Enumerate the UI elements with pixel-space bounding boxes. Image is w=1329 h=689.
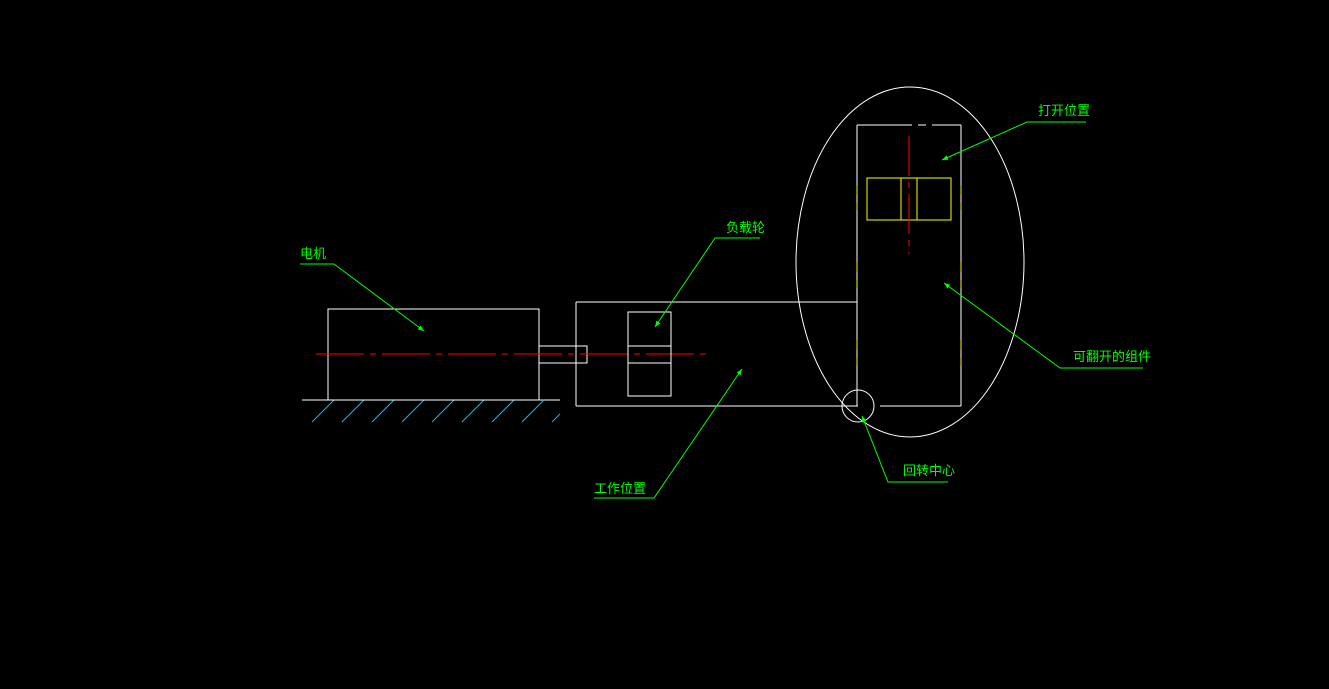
label-load-wheel: 负载轮 bbox=[726, 221, 765, 236]
rotation-center-circle bbox=[841, 389, 875, 423]
flippable-assembly-ellipse bbox=[795, 86, 1025, 438]
label-working-position: 工作位置 bbox=[594, 482, 646, 497]
label-flippable-assembly: 可翻开的组件 bbox=[1073, 349, 1151, 365]
label-motor: 电机 bbox=[300, 247, 326, 262]
label-rotation-center: 回转中心 bbox=[903, 464, 955, 479]
leaders bbox=[300, 121, 1143, 499]
hidden-edges bbox=[856, 185, 962, 365]
label-open-position: 打开位置 bbox=[1038, 104, 1090, 119]
ground-hatch bbox=[302, 399, 561, 423]
load-wheel-working bbox=[627, 311, 672, 397]
